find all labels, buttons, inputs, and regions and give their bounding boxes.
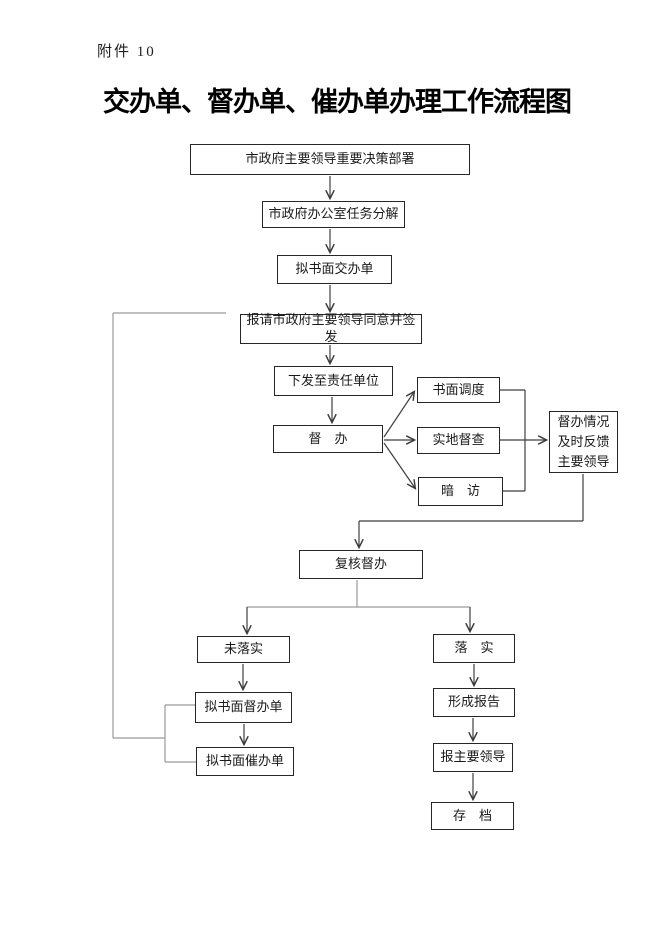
flow-node-feedback-to-leaders: 督办情况 及时反馈 主要领导	[549, 411, 618, 473]
connector-supervise-covert	[383, 442, 417, 490]
flow-node-decision: 市政府主要领导重要决策部署	[190, 144, 470, 175]
flow-node-leader-approval: 报请市政府主要领导同意并签发	[240, 312, 422, 344]
flow-node-draft-assignment-form: 拟书面交办单	[277, 255, 392, 284]
attachment-label: 附件 10	[97, 44, 156, 60]
flow-node-dispatch-to-units: 下发至责任单位	[274, 366, 393, 396]
flow-node-supervise: 督 办	[273, 425, 383, 453]
flow-node-review-supervision: 复核督办	[299, 550, 423, 579]
flow-node-report-to-leaders: 报主要领导	[433, 743, 513, 772]
flow-node-field-inspection: 实地督查	[417, 427, 500, 454]
flow-node-form-report: 形成报告	[433, 688, 515, 717]
flow-node-written-dispatch: 书面调度	[417, 377, 500, 403]
flow-node-draft-urging-form: 拟书面催办单	[196, 747, 294, 776]
flow-node-archive: 存 档	[431, 802, 514, 830]
page-title: 交办单、督办单、催办单办理工作流程图	[103, 87, 572, 117]
flow-node-draft-supervision-form: 拟书面督办单	[195, 692, 292, 723]
flow-node-implemented: 落 实	[433, 634, 515, 663]
flow-node-covert-visit: 暗 访	[418, 477, 503, 506]
connector-supervise-written	[383, 390, 416, 438]
flow-node-task-decompose: 市政府办公室任务分解	[262, 201, 405, 228]
flow-node-not-implemented: 未落实	[197, 636, 290, 663]
